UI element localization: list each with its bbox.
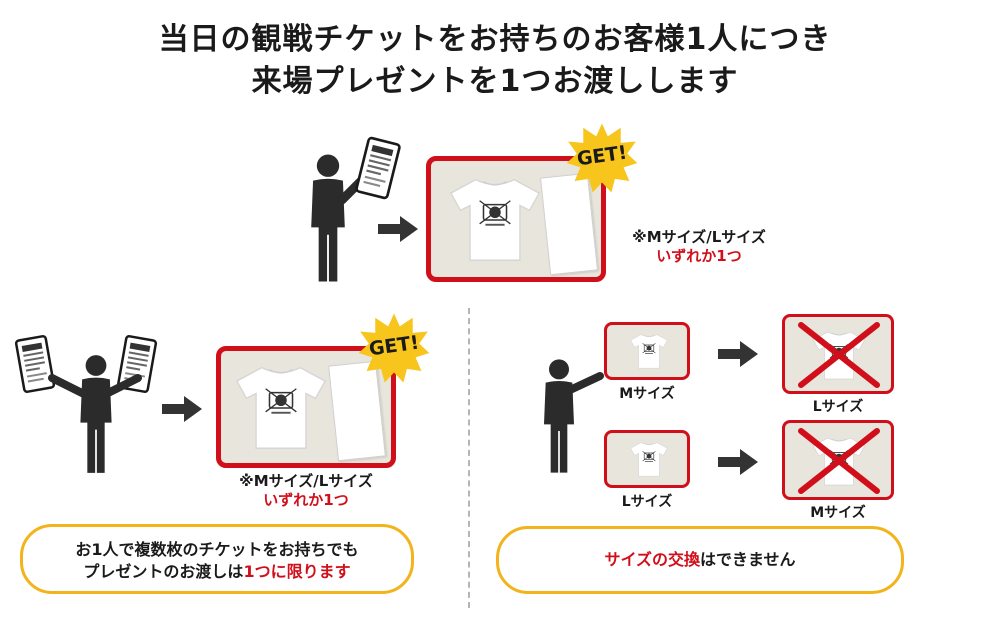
size-note-bottom: ※Mサイズ/Lサイズ いずれか1つ [218, 472, 394, 510]
tshirt-icon [629, 329, 669, 373]
bubble-left-prefix: プレゼントのお渡しは [83, 562, 244, 581]
size-m-card [604, 322, 690, 380]
tshirt-icon [629, 437, 669, 481]
cross-icon [798, 428, 880, 494]
headline-line1: 当日の観戦チケットをお持ちのお客様1人につき [158, 22, 832, 57]
dashed-divider [468, 308, 470, 608]
size-l-label-crossed: Lサイズ [812, 399, 864, 415]
size-note-top: ※Mサイズ/Lサイズ いずれか1つ [614, 228, 784, 266]
tshirt-icon [447, 169, 543, 269]
tshirt-icon [233, 357, 329, 457]
bubble-left: お1人で複数枚のチケットをお持ちでも プレゼントのお渡しは1つに限ります [20, 524, 414, 594]
size-m-label: Mサイズ [619, 386, 675, 402]
size-note-line2: いずれか1つ [263, 491, 349, 509]
size-note-line2: いずれか1つ [656, 247, 742, 265]
get-badge-icon: GET! [358, 312, 430, 384]
arrow-right-icon [718, 449, 758, 475]
arrow-right-icon [718, 341, 758, 367]
bubble-left-line2: プレゼントのお渡しは1つに限ります [23, 561, 411, 583]
ticket-icon [353, 135, 402, 202]
get-badge-icon: GET! [566, 122, 638, 194]
bubble-right-highlight: サイズの交換 [604, 550, 700, 569]
person-icon [70, 352, 122, 476]
person-arm [566, 372, 604, 394]
size-note-line1: ※Mサイズ/Lサイズ [239, 472, 373, 490]
size-l-card-crossed [782, 314, 894, 394]
person-arms [48, 374, 142, 398]
bubble-left-line1: お1人で複数枚のチケットをお持ちでも [75, 540, 359, 559]
bubble-right: サイズの交換はできません [496, 526, 904, 594]
size-l-card [604, 430, 690, 488]
size-l-label: Lサイズ [621, 494, 673, 510]
size-m-label-crossed: Mサイズ [810, 505, 866, 521]
arrow-right-icon [378, 216, 418, 242]
size-m-card-crossed [782, 420, 894, 500]
arrow-right-icon [162, 396, 202, 422]
prize-frame-top [426, 156, 606, 282]
cross-icon [798, 322, 880, 388]
size-note-line1: ※Mサイズ/Lサイズ [632, 228, 766, 246]
bubble-right-suffix: はできません [700, 550, 796, 569]
prize-frame-bottom [216, 346, 396, 468]
headline-line2: 来場プレゼントを1つお渡しします [251, 64, 739, 99]
bubble-left-highlight: 1つに限ります [243, 562, 351, 581]
